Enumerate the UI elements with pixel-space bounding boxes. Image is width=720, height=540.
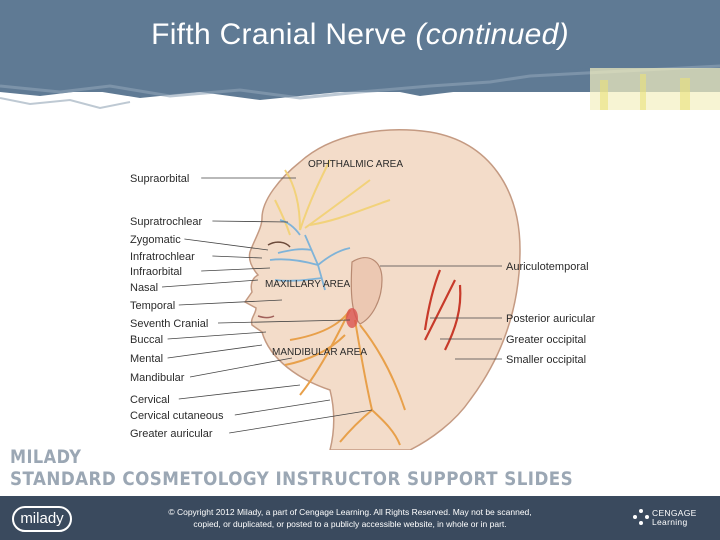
left-label: Mandibular [130, 372, 185, 384]
left-label: Cervical cutaneous [130, 410, 224, 422]
brand-line-2: STANDARD COSMETOLOGY INSTRUCTOR SUPPORT … [10, 468, 574, 490]
left-label: Mental [130, 353, 163, 365]
left-leader-line [201, 267, 271, 272]
left-label: Nasal [130, 282, 158, 294]
left-leader-line [167, 331, 267, 340]
title-italic: (continued) [415, 18, 569, 51]
left-label: Zygomatic [130, 234, 181, 246]
right-label: Posterior auricular [506, 313, 596, 325]
title-main: Fifth Cranial Nerve [151, 18, 407, 51]
left-leader-line [212, 220, 289, 223]
brand-block: MILADY STANDARD COSMETOLOGY INSTRUCTOR S… [10, 446, 710, 490]
left-label: Infraorbital [130, 266, 182, 278]
cengage-line-2: Learning [652, 517, 688, 527]
left-label: Buccal [130, 334, 163, 346]
left-label: Cervical [130, 394, 170, 406]
left-label: Greater auricular [130, 428, 213, 440]
copyright-line-2: copied, or duplicated, or posted to a pu… [193, 519, 507, 529]
mandibular-nerves [284, 309, 406, 446]
milady-logo: milady [12, 506, 72, 532]
left-leader-line [212, 255, 263, 259]
header-background [0, 0, 720, 110]
occipital-nerves [423, 269, 462, 351]
left-label: Supratrochlear [130, 216, 202, 228]
left-label: Infratrochlear [130, 251, 195, 263]
ear [350, 257, 383, 325]
left-leader-line [161, 279, 259, 288]
slide-title: Fifth Cranial Nerve (continued) [0, 18, 720, 52]
copyright-line-1: © Copyright 2012 Milady, a part of Cenga… [168, 507, 532, 517]
left-leader-line [229, 409, 373, 434]
copyright-notice: © Copyright 2012 Milady, a part of Cenga… [140, 506, 560, 530]
maxillary-nerves [269, 219, 351, 291]
slide-footer: milady © Copyright 2012 Milady, a part o… [0, 496, 720, 540]
left-leader-line [217, 319, 351, 324]
left-leader-line [167, 344, 263, 359]
left-label: Temporal [130, 300, 175, 312]
left-leader-line [178, 299, 283, 306]
ophthalmic-nerves [274, 159, 391, 236]
left-leader-line [189, 357, 293, 378]
right-label: Greater occipital [506, 334, 586, 346]
area-label-ophthalmic: OPHTHALMIC AREA [308, 159, 403, 170]
left-leader-line [184, 238, 269, 251]
right-label: Auriculotemporal [506, 261, 589, 273]
brand-line-1: MILADY [10, 446, 82, 468]
area-label-mandibular: MANDIBULAR AREA [272, 347, 367, 358]
head-outline [243, 129, 521, 451]
left-label: Seventh Cranial [130, 318, 208, 330]
cengage-mark-icon [633, 509, 649, 525]
left-label: Supraorbital [130, 173, 189, 185]
cengage-line-1: CENGAGE [652, 508, 697, 518]
cranial-nerve-diagram: OPHTHALMIC AREA MAXILLARY AREA MANDIBULA… [0, 110, 720, 451]
head-illustration: OPHTHALMIC AREA MAXILLARY AREA MANDIBULA… [130, 129, 596, 451]
area-label-maxillary: MAXILLARY AREA [265, 279, 351, 290]
left-labels: SupraorbitalSupratrochlearZygomaticInfra… [130, 173, 373, 440]
cengage-logo: CENGAGE Learning [632, 508, 712, 530]
left-leader-line [178, 384, 301, 400]
right-label: Smaller occipital [506, 354, 586, 366]
slide-header: Fifth Cranial Nerve (continued) [0, 0, 720, 110]
left-leader-line [234, 399, 331, 416]
